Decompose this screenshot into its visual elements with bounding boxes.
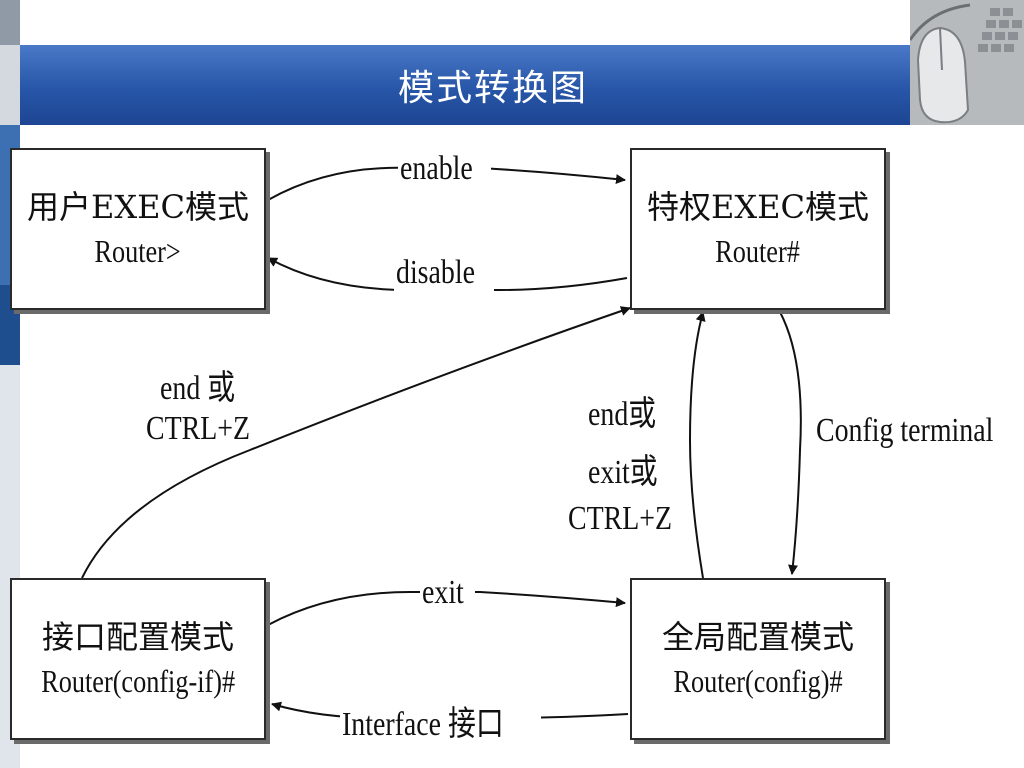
global-config-mode-box: 全局配置模式 Router(config)#: [630, 578, 886, 740]
slide-title: 模式转换图: [397, 68, 588, 109]
interface-config-mode-box: 接口配置模式 Router(config-if)#: [10, 578, 266, 740]
edge-label-exit-or: exit或: [588, 454, 658, 491]
global-config-title: 全局配置模式: [661, 618, 854, 656]
edge-label-end-or: end 或: [160, 370, 236, 407]
interface-config-title: 接口配置模式: [41, 618, 234, 656]
global-config-prompt: Router(config)#: [673, 663, 843, 699]
title-banner: 模式转换图: [20, 45, 910, 125]
edge-label-disable: disable: [394, 254, 495, 292]
user-exec-prompt: Router>: [94, 233, 182, 269]
user-exec-mode-box: 用户EXEC模式 Router>: [10, 148, 266, 310]
user-exec-title: 用户EXEC模式: [27, 188, 249, 226]
priv-exec-prompt: Router#: [715, 233, 801, 269]
keyboard-mouse-icon: [910, 0, 1024, 125]
edge-label-enable: enable: [398, 150, 491, 188]
edge-label-exit: exit: [420, 574, 475, 612]
arrow-end-exit: [688, 311, 706, 579]
arrow-config-terminal: [779, 311, 802, 575]
priv-exec-mode-box: 特权EXEC模式 Router#: [630, 148, 886, 310]
edge-label-config-terminal: Config terminal: [816, 412, 994, 449]
side-strip-top: [0, 0, 20, 45]
edge-label-interface: Interface 接口: [340, 696, 542, 745]
interface-config-prompt: Router(config-if)#: [41, 663, 235, 699]
priv-exec-title: 特权EXEC模式: [647, 188, 869, 226]
edge-label-ctrl-z-left: CTRL+Z: [146, 410, 251, 447]
side-strip-light: [0, 45, 20, 125]
edge-label-ctrl-z-right: CTRL+Z: [568, 500, 673, 537]
arrow-end-ctrlz: [81, 306, 631, 579]
edge-label-end-or-right: end或: [588, 396, 657, 433]
keyboard-mouse-image: [910, 0, 1024, 125]
